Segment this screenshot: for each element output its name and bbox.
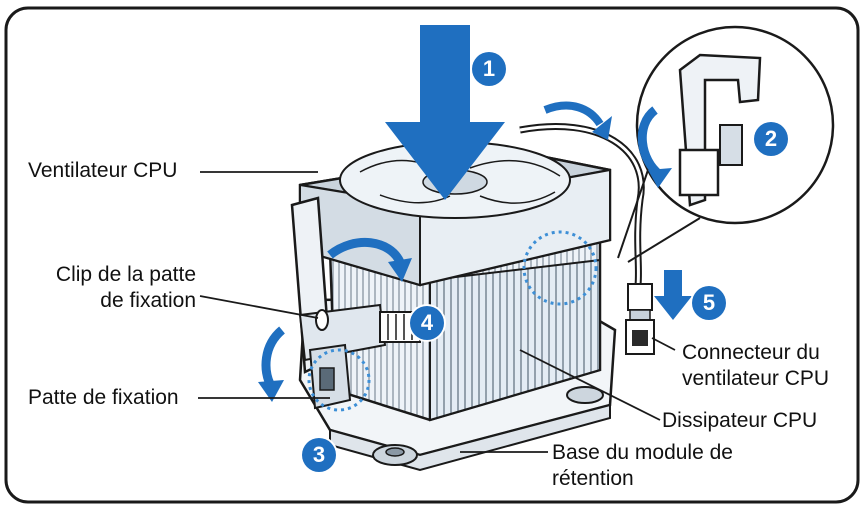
clip-highlight-circle (522, 230, 598, 306)
step-1-badge: 1 (472, 52, 506, 86)
label-lever: Patte de fixation (28, 386, 179, 409)
step-4-badge: 4 (410, 306, 444, 340)
label-connector-line2: ventilateur CPU (682, 367, 830, 390)
label-connector: Connecteur du ventilateur CPU (682, 340, 829, 392)
heatsink (328, 233, 602, 422)
fan-housing (298, 141, 612, 287)
clip-detail-callout (617, 25, 835, 263)
step-5-badge: 5 (692, 286, 726, 320)
label-clip-line2: de fixation (100, 289, 196, 312)
leader-lines (198, 171, 676, 453)
label-clip-line1: Clip de la patte (55, 263, 196, 286)
label-base-line1: Base du module de (552, 441, 733, 464)
down-arrow-icon (654, 270, 692, 320)
label-heatsink: Dissipateur CPU (662, 409, 818, 432)
step-3-badge: 3 (302, 438, 336, 472)
label-connector-line1: Connecteur du (682, 341, 820, 364)
curved-arrow-icon (543, 101, 604, 127)
step-2-badge: 2 (754, 122, 788, 156)
down-arrow-icon (385, 25, 505, 200)
lever-highlight-circle (307, 348, 371, 412)
label-clip: Clip de la patte de fixation (28, 262, 196, 314)
label-fan: Ventilateur CPU (28, 159, 178, 182)
curved-arrow-icon (648, 168, 672, 188)
label-base-line2: rétention (552, 467, 634, 490)
retention-lever (290, 196, 421, 410)
curved-arrow-icon (327, 237, 405, 265)
label-base: Base du module de rétention (552, 440, 733, 492)
fan-connector (625, 283, 655, 355)
